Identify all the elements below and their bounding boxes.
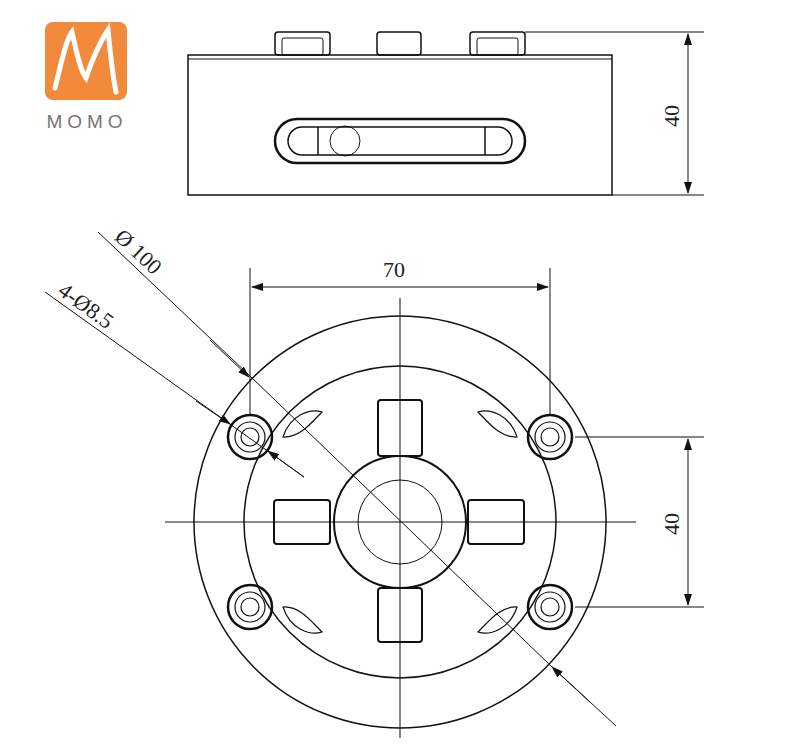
- dimension-label: 70: [381, 258, 407, 282]
- dimension-label: 40: [660, 511, 684, 537]
- logo-square: [45, 22, 127, 100]
- logo-mark: [55, 30, 116, 92]
- logo-text: MOMO: [44, 111, 129, 132]
- side-body: [188, 55, 612, 195]
- dimension-label: 40: [660, 103, 684, 129]
- dimension-label: 4-Ø8.5: [52, 277, 119, 335]
- dimension-label: Ø 100: [108, 223, 167, 280]
